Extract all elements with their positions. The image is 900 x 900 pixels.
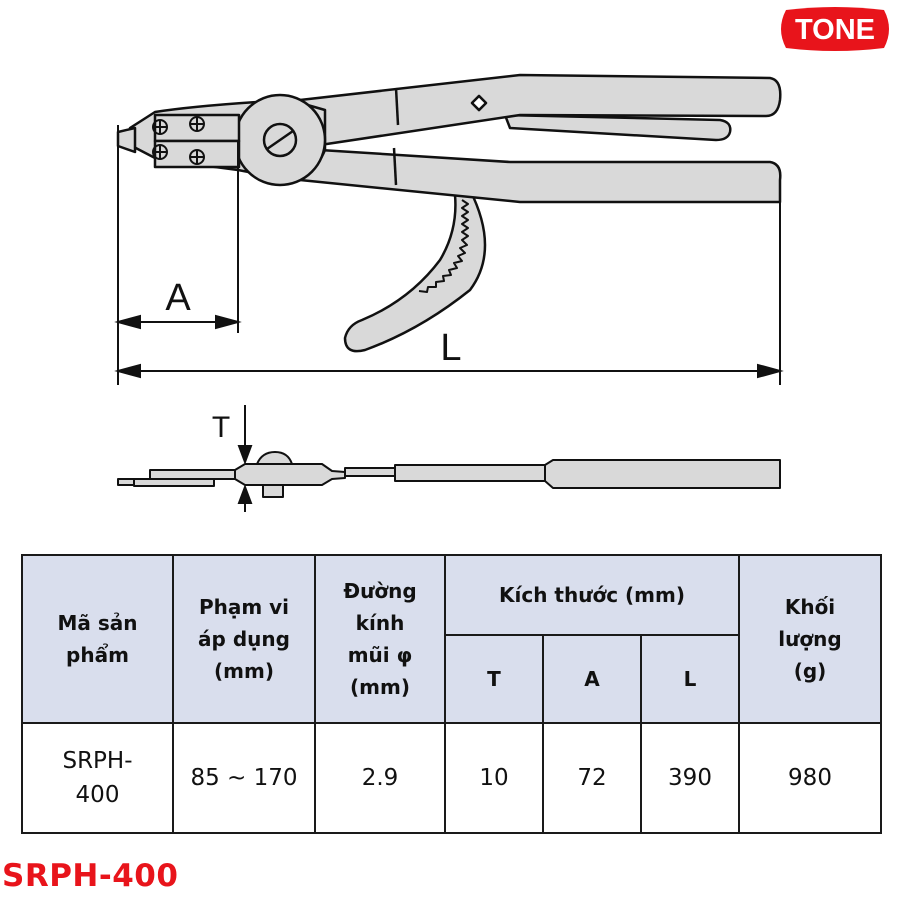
table-subheader-row: T A L bbox=[22, 634, 881, 724]
header-weight: Khối lượng (g) bbox=[738, 554, 882, 724]
spec-table: Mã sản phẩm Phạm vi áp dụng (mm) Đường k… bbox=[21, 554, 882, 834]
side-tip bbox=[117, 478, 135, 486]
header-range: Phạm vi áp dụng (mm) bbox=[172, 554, 316, 724]
cell-weight: 980 bbox=[738, 722, 882, 834]
side-upper-blade bbox=[149, 469, 236, 480]
ratchet-teeth bbox=[418, 199, 469, 293]
tip bbox=[116, 126, 137, 154]
inner-lever bbox=[503, 113, 732, 142]
header-dimensions: Kích thước (mm) bbox=[444, 554, 740, 636]
handle-seam-lower bbox=[392, 147, 398, 186]
dimension-label-l: L bbox=[440, 327, 461, 369]
dimension-label-t: T bbox=[212, 411, 230, 444]
model-title: SRPH-400 bbox=[2, 858, 179, 894]
screw-slot bbox=[266, 129, 294, 151]
cell-range: 85 ~ 170 bbox=[172, 722, 316, 834]
header-tip-diameter: Đường kính mũi φ (mm) bbox=[314, 554, 446, 724]
header-dim-a: A bbox=[542, 634, 642, 724]
pliers-top-view-drawing: A L bbox=[0, 60, 900, 400]
pliers-top-view-svg: A L bbox=[114, 73, 784, 385]
cell-dim-a: 72 bbox=[542, 722, 642, 834]
side-handle-sleeve bbox=[394, 464, 546, 482]
table-row: SRPH- 400 85 ~ 170 2.9 10 72 390 980 bbox=[21, 722, 882, 834]
handle-seam-upper bbox=[394, 87, 400, 126]
side-grip bbox=[544, 459, 781, 489]
side-hub bbox=[234, 463, 346, 486]
pliers-side-view-svg: T bbox=[117, 405, 781, 512]
side-nut bbox=[262, 484, 284, 498]
lower-lever bbox=[343, 188, 487, 353]
table-header-row: Mã sản phẩm Phạm vi áp dụng (mm) Đường k… bbox=[21, 554, 882, 724]
side-screw-head bbox=[256, 451, 293, 465]
tone-logo: TONE bbox=[776, 6, 894, 52]
cell-dim-l: 390 bbox=[640, 722, 740, 834]
header-dim-l: L bbox=[640, 634, 740, 724]
pliers-side-view-drawing: T bbox=[0, 395, 900, 525]
cell-dim-t: 10 bbox=[444, 722, 544, 834]
cell-model: SRPH- 400 bbox=[21, 722, 174, 834]
side-neck bbox=[344, 467, 396, 477]
side-lower-blade bbox=[133, 478, 215, 487]
logo-text: TONE bbox=[795, 14, 875, 46]
cell-tip-diameter: 2.9 bbox=[314, 722, 446, 834]
tone-logo-badge: TONE bbox=[781, 7, 889, 51]
upper-handle bbox=[298, 73, 782, 147]
header-dim-t: T bbox=[444, 634, 544, 724]
spring-pin bbox=[470, 94, 488, 112]
header-model: Mã sản phẩm bbox=[21, 554, 174, 724]
dimension-label-a: A bbox=[165, 277, 191, 319]
lower-handle bbox=[298, 148, 782, 204]
